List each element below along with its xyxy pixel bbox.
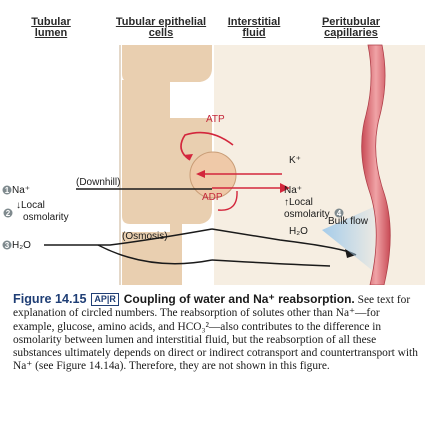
tight-junction-lower <box>170 224 182 236</box>
adp-label: ADP <box>202 192 223 203</box>
atp-curve-arrow <box>180 131 234 161</box>
na-left-label: Na⁺ <box>12 185 30 196</box>
h2o-transcellular <box>44 228 213 246</box>
diagram-canvas: ATP ADP K⁺ Na⁺ ↑Local osmolarity H₂O Bul… <box>2 44 425 286</box>
epithelial-cell-upper <box>122 45 212 82</box>
caption-lead: Coupling of water and Na⁺ reabsorption. <box>123 292 355 306</box>
h2o-to-capillary-lower <box>211 259 331 267</box>
figure-caption: Figure 14.15 AP|R Coupling of water and … <box>13 292 418 374</box>
h2o-paracellular <box>97 244 213 265</box>
step-4-number: 4 <box>337 209 342 218</box>
h2o-right-label: H₂O <box>289 226 308 237</box>
step-2-badge: 2 <box>3 208 13 218</box>
caption-body: See text for explanation of circled numb… <box>13 294 418 373</box>
tight-junction-upper <box>122 80 170 122</box>
bulk-flow-label: Bulk flow <box>328 216 369 227</box>
na-right-label: Na⁺ <box>284 185 302 196</box>
h2o-left-label: H₂O <box>12 240 31 251</box>
local-osm-left-2: osmolarity <box>23 212 69 223</box>
step-3-number: 3 <box>5 241 10 250</box>
epithelial-cell-main <box>122 118 212 224</box>
na-out-arrowhead <box>280 183 290 193</box>
step-1-number: 1 <box>5 186 10 195</box>
step-4-badge: 4 <box>334 208 344 218</box>
header-tubular-lumen: Tubular lumen <box>31 16 71 39</box>
k-arrowhead <box>196 170 205 178</box>
interstitial-fluid-region <box>214 45 425 285</box>
osmosis-label: (Osmosis) <box>122 231 168 242</box>
step-1-badge: 1 <box>2 185 12 195</box>
diagram: ATP ADP K⁺ Na⁺ ↑Local osmolarity H₂O Bul… <box>2 16 425 286</box>
header-interstitial-fluid: Interstitial fluid <box>227 16 281 39</box>
local-osm-right-1: ↑Local <box>284 197 313 208</box>
k-label: K⁺ <box>289 155 301 166</box>
header-peritubular-capillaries: Peritubular capillaries <box>321 16 381 39</box>
h2o-arrowhead <box>345 249 356 258</box>
local-osm-left-1: ↓Local <box>16 200 45 211</box>
caption-title: Figure 14.15 <box>13 292 87 306</box>
step-3-badge: 3 <box>2 240 12 250</box>
apr-badge[interactable]: AP|R <box>91 293 119 306</box>
atp-arrowhead <box>183 154 193 160</box>
adp-curve <box>217 190 238 211</box>
local-osm-right-2: osmolarity <box>284 209 330 220</box>
downhill-label: (Downhill) <box>76 177 120 188</box>
atp-label: ATP <box>206 114 225 125</box>
header-tubular-epithelial-cells: Tubular epithelial cells <box>115 16 207 39</box>
na-k-pump <box>189 151 237 199</box>
step-2-number: 2 <box>6 209 11 218</box>
bulk-flow-wedge <box>322 205 378 275</box>
